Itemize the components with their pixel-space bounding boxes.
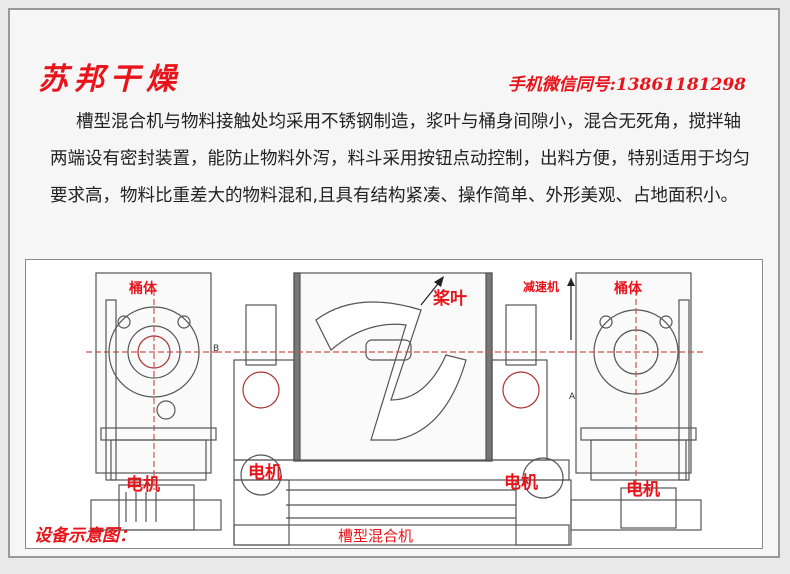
label-paddle: 桨叶 [433, 289, 467, 309]
label-motor-4: 电机 [626, 480, 660, 500]
diagram-caption: 槽型混合机 [338, 527, 414, 545]
center-front-view [216, 272, 586, 546]
label-view-a: A [569, 392, 576, 402]
label-barrel-left: 桶体 [129, 281, 157, 297]
brand-logo-text: 苏邦干燥 [38, 62, 182, 97]
label-view-b: B [213, 344, 220, 354]
label-reducer: 减速机 [523, 280, 560, 294]
contact-phone: 手机微信同号:13861181298 [507, 75, 746, 95]
left-end-view [86, 272, 222, 531]
product-description: 槽型混合机与物料接触处均采用不锈钢制造，浆叶与桶身间隙小，混合无死角，搅拌轴两端… [50, 112, 750, 206]
right-end-view [570, 272, 706, 531]
equipment-diagram: 桶体 桶体 桨叶 减速机 电机 电机 电机 电机 B A 设备示意图： 槽型混合… [25, 259, 763, 549]
diagram-caption-left: 设备示意图： [34, 526, 136, 546]
label-motor-2: 电机 [248, 463, 282, 483]
label-motor-3: 电机 [504, 473, 538, 493]
machine-drawing [86, 272, 706, 546]
label-barrel-right: 桶体 [614, 281, 642, 297]
label-motor-1: 电机 [126, 475, 160, 495]
